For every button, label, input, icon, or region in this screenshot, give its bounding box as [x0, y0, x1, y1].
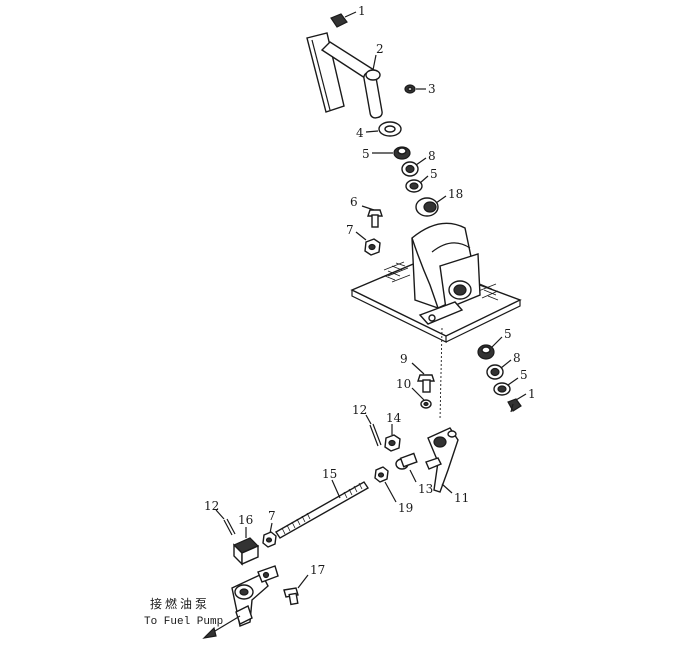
pedal-part-18-sleeve	[415, 197, 439, 217]
label-part-17: 17	[310, 563, 325, 577]
pedal-part-5-bushing-b	[405, 179, 423, 193]
label-part-7-a: 7	[346, 223, 354, 237]
fuel-pump-arrow	[202, 615, 241, 639]
label-part-14: 14	[386, 411, 402, 425]
pedal-part-3-pin	[404, 84, 416, 94]
link-part-9-bolt	[417, 374, 435, 393]
label-part-8-a: 8	[428, 149, 436, 163]
label-part-8-b: 8	[513, 351, 521, 365]
label-part-5-c: 5	[504, 327, 512, 341]
label-part-12-a: 12	[352, 403, 367, 417]
label-part-5-a: 5	[362, 147, 370, 161]
label-part-9: 9	[400, 352, 408, 366]
pedal-part-8-bearing-a	[401, 161, 419, 177]
label-part-19: 19	[398, 501, 413, 515]
link-part-12-cotter-pin-a	[369, 423, 382, 447]
lower-part-17-bolt	[283, 587, 299, 606]
pedal-bracket	[411, 222, 481, 325]
link-part-15-threaded-rod	[275, 481, 369, 539]
label-part-10: 10	[396, 377, 411, 391]
label-part-12-b: 12	[204, 499, 219, 513]
label-part-6: 6	[350, 195, 358, 209]
right-part-5-bushing-c	[477, 344, 495, 360]
right-part-5-bushing-d	[493, 382, 511, 396]
caption-chinese: 接燃油泵	[150, 596, 210, 611]
fuel-pump-caption: 接燃油泵 To Fuel Pump	[144, 596, 223, 628]
label-part-3: 3	[428, 82, 436, 96]
leader-lines	[215, 11, 527, 589]
label-part-5-b: 5	[430, 167, 438, 181]
link-part-19-nut	[374, 466, 389, 483]
right-part-8-bearing-b	[486, 364, 504, 380]
label-part-13: 13	[418, 482, 433, 496]
lower-fuel-pump-lever	[231, 565, 279, 627]
pedal-part-1-clip	[330, 13, 348, 28]
pedal-part-7-nut-a	[364, 238, 381, 256]
label-part-2: 2	[376, 42, 384, 56]
pedal-part-4-washer	[378, 121, 402, 137]
link-part-14-nut	[384, 434, 401, 452]
label-part-16: 16	[238, 513, 253, 527]
link-part-13-pin	[395, 452, 418, 470]
lower-part-16-clevis	[232, 537, 260, 566]
label-part-15: 15	[322, 467, 337, 481]
link-part-10-washer	[420, 399, 432, 409]
label-part-11: 11	[454, 491, 469, 505]
part-number-labels: 1 2 3 4 5 8 5 18 6 7 5 8 5 1 9 10 12 14 …	[204, 4, 536, 577]
lower-part-7-nut-b	[262, 531, 277, 548]
pedal-part-5-bushing-a	[393, 146, 411, 160]
label-part-7-b: 7	[268, 509, 276, 523]
right-part-1-clip	[507, 398, 522, 413]
pedal-part-2-pedal	[306, 32, 383, 119]
lower-part-12-cotter-pin-b	[223, 518, 236, 536]
pedal-part-6-bolt	[367, 209, 383, 228]
label-part-18: 18	[448, 187, 463, 201]
label-part-1-top: 1	[358, 4, 366, 18]
label-part-5-d: 5	[520, 368, 528, 382]
caption-english: To Fuel Pump	[144, 616, 223, 628]
label-part-4: 4	[356, 126, 364, 140]
link-part-11-lever	[425, 427, 459, 493]
label-part-1-right: 1	[528, 387, 536, 401]
